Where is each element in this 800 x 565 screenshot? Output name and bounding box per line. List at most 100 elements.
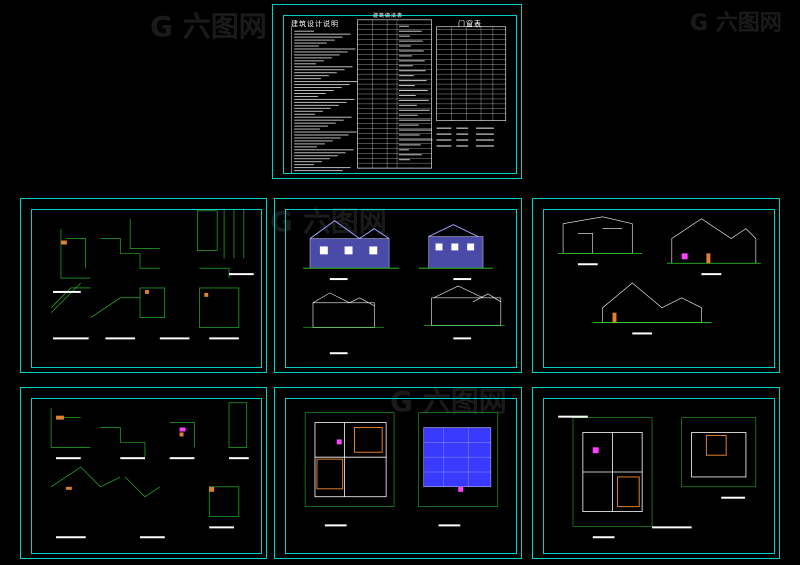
text-line-mark [398, 35, 410, 37]
text-line-mark [476, 133, 494, 135]
elevations-drawing [303, 220, 505, 355]
sheet-design-notes[interactable]: 建筑设计说明 建筑做法表 门窗表 [272, 4, 522, 179]
text-line-mark [398, 109, 430, 111]
text-line-mark [294, 107, 331, 109]
text-line-mark [398, 139, 433, 141]
text-line-mark [294, 39, 335, 41]
sheet-inner-frame [543, 398, 775, 554]
text-line-mark [294, 42, 327, 44]
text-line-mark [294, 72, 337, 74]
text-line-mark [398, 40, 423, 42]
sheet-inner-frame [543, 209, 775, 368]
text-line-mark [436, 145, 452, 147]
notes-drawing [290, 19, 507, 174]
text-line-mark [294, 60, 324, 62]
text-line-mark [294, 101, 347, 103]
text-line-mark [294, 122, 336, 124]
sheet-details-a[interactable] [20, 198, 267, 373]
text-line-mark [294, 63, 316, 65]
text-line-mark [398, 60, 425, 62]
text-line-mark [398, 119, 431, 121]
text-line-mark [294, 164, 314, 166]
elevation-side [418, 224, 493, 269]
text-line-mark [398, 99, 429, 101]
sheet-elevations[interactable] [274, 198, 522, 373]
text-line-mark [294, 75, 329, 77]
text-line-mark [398, 124, 419, 126]
text-line-mark [398, 144, 421, 146]
text-line-mark [294, 78, 321, 80]
details-b-drawing [50, 402, 249, 539]
text-line-mark [294, 149, 354, 151]
watermark: G 六图网 [150, 10, 267, 43]
text-line-mark [294, 104, 339, 106]
text-line-mark [294, 84, 350, 86]
text-line-mark [294, 146, 317, 148]
text-line-mark [294, 113, 315, 115]
text-line-mark [456, 139, 469, 141]
details-a-drawing [50, 208, 254, 340]
text-line-mark [294, 33, 351, 35]
text-line-mark [476, 145, 494, 147]
text-line-mark [398, 94, 416, 96]
text-line-mark [294, 131, 357, 133]
text-line-mark [456, 127, 469, 129]
text-line-mark [398, 154, 422, 156]
text-line-mark [398, 25, 409, 27]
text-line-mark [476, 127, 494, 129]
sheet-sections[interactable] [532, 198, 780, 373]
text-line-mark [294, 161, 322, 163]
sheet-inner-frame [31, 398, 262, 554]
text-line-mark [294, 110, 323, 112]
plans-b-drawing [558, 415, 757, 539]
text-line-mark [294, 143, 325, 145]
elevation-front [303, 220, 399, 269]
text-line-mark [294, 30, 314, 32]
notes-heading: 建筑设计说明 [291, 20, 339, 28]
text-line-mark [294, 81, 358, 83]
door-window-heading: 门窗表 [458, 20, 482, 28]
text-line-mark [398, 129, 432, 131]
text-line-mark [398, 55, 412, 57]
sheet-details-b[interactable] [20, 387, 267, 559]
text-line-mark [398, 80, 427, 82]
text-line-mark [294, 54, 340, 56]
text-line-mark [294, 158, 330, 160]
text-line-mark [398, 159, 410, 161]
text-line-mark [294, 98, 355, 100]
text-line-mark [294, 140, 333, 142]
text-line-mark [294, 134, 349, 136]
text-line-mark [398, 149, 409, 151]
text-line-mark [294, 128, 320, 130]
sheet-inner-frame [31, 209, 262, 368]
text-line-mark [398, 65, 413, 67]
text-line-mark [294, 66, 353, 68]
text-line-mark [456, 145, 469, 147]
text-line-mark [398, 114, 418, 116]
text-line-mark [294, 87, 342, 89]
text-line-mark [398, 30, 422, 32]
text-line-mark [294, 90, 334, 92]
text-line-mark [398, 104, 417, 106]
table-heading: 建筑做法表 [373, 13, 404, 19]
text-line-mark [294, 48, 356, 50]
text-line-mark [294, 155, 338, 157]
text-line-mark [294, 51, 348, 53]
sheet-inner-frame [283, 15, 517, 174]
text-line-mark [476, 139, 494, 141]
text-line-mark [436, 127, 452, 129]
text-line-mark [398, 45, 411, 47]
text-line-mark [456, 133, 469, 135]
sheet-floor-plans-a[interactable] [274, 387, 522, 559]
text-line-mark [294, 170, 343, 172]
text-line-mark [294, 57, 332, 59]
text-line-mark [398, 90, 428, 92]
text-line-mark [294, 125, 328, 127]
text-line-mark [398, 134, 420, 136]
sheet-inner-frame [285, 209, 517, 368]
sheet-floor-plans-b[interactable] [532, 387, 780, 559]
text-line-mark [294, 137, 341, 139]
text-line-mark [398, 70, 426, 72]
watermark: G 六图网 [690, 11, 782, 36]
text-line-mark [294, 45, 319, 47]
